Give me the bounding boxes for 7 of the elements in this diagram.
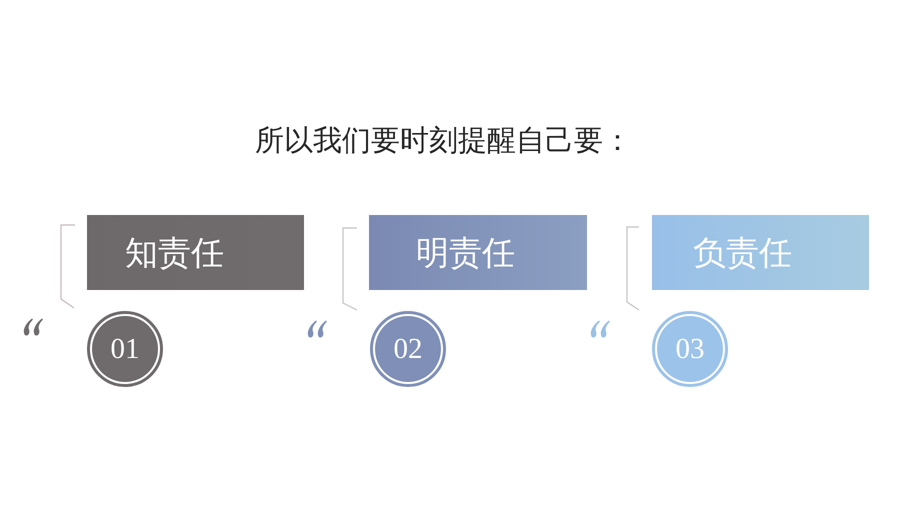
label-box: 负责任 [652,215,869,290]
number-circle: 02 [370,311,446,387]
label-box: 知责任 [87,215,304,290]
heading: 所以我们要时刻提醒自己要： [255,122,632,158]
number-circle: 01 [87,311,163,387]
label-box: 明责任 [369,215,587,290]
number-circle: 03 [652,311,728,387]
